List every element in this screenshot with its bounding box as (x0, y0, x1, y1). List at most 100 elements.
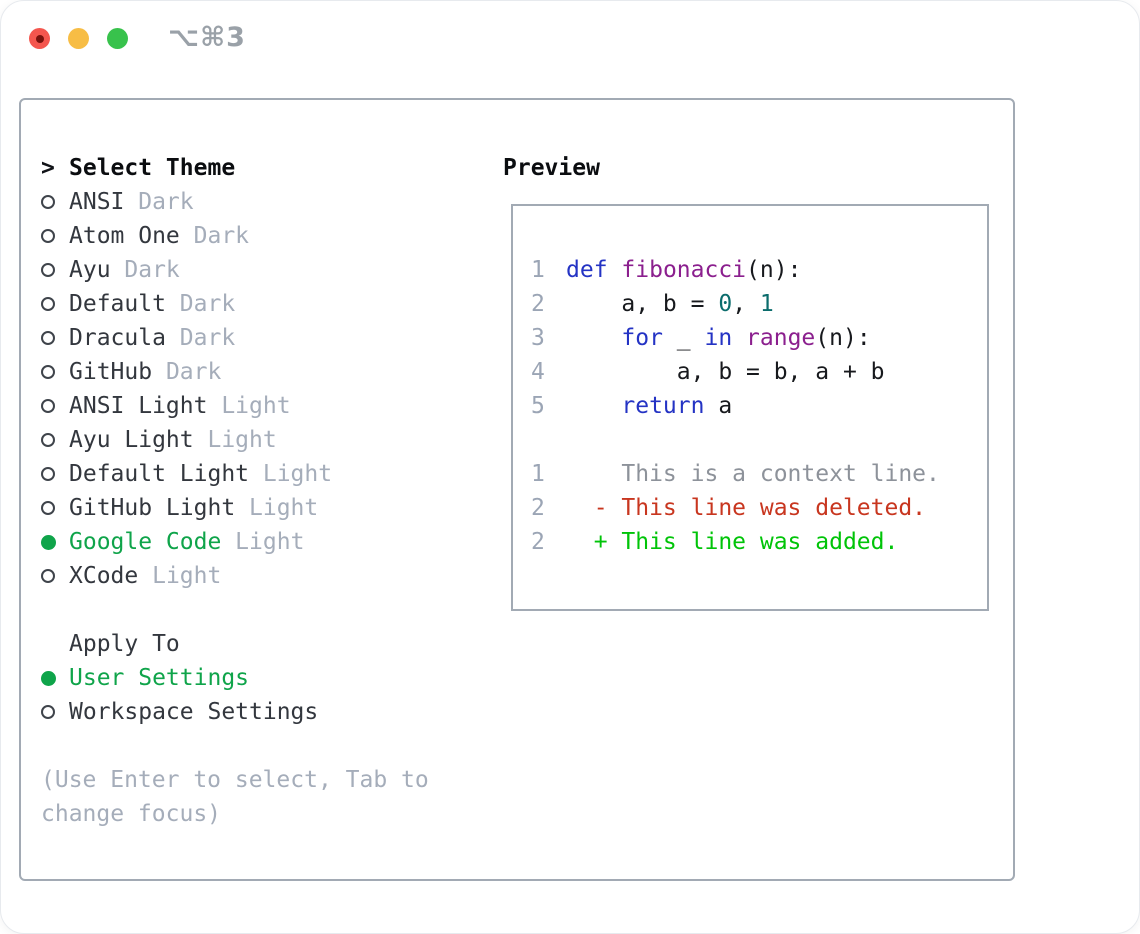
apply-option-user-settings[interactable]: User Settings (41, 661, 491, 695)
token-num: 0 (718, 291, 733, 317)
code-line: 2 a, b = 0, 1 (531, 287, 987, 321)
token-plain: (n): (746, 257, 802, 283)
theme-name: Default Light (69, 461, 250, 487)
token-kwd: return (621, 393, 705, 419)
diff-content: - This line was deleted. (566, 495, 927, 521)
token-plain: a, b = (566, 291, 719, 317)
minimize-button[interactable] (68, 28, 89, 49)
theme-variant: Light (235, 495, 319, 521)
preview-title: Preview (503, 155, 600, 181)
line-number: 1 (531, 257, 545, 283)
radio-icon (41, 399, 69, 413)
diff-content: + This line was added. (566, 529, 899, 555)
theme-option-ansi-light[interactable]: ANSI Light Light (41, 389, 491, 423)
theme-name: Google Code (69, 529, 222, 555)
radio-selected-icon (41, 670, 56, 686)
theme-option-default[interactable]: Default Dark (41, 287, 491, 321)
theme-option-ansi[interactable]: ANSI Dark (41, 185, 491, 219)
theme-name: GitHub (69, 359, 153, 385)
close-button[interactable] (29, 28, 50, 49)
select-theme-header: >Select Theme (41, 151, 491, 185)
token-fn: range (746, 325, 816, 351)
theme-name: Ayu (69, 257, 111, 283)
code-line: 5 return a (531, 389, 987, 423)
spacer (41, 593, 491, 627)
theme-name: Default (69, 291, 166, 317)
theme-option-atom-one[interactable]: Atom One Dark (41, 219, 491, 253)
code-content: a, b = 0, 1 (566, 291, 774, 317)
theme-variant: Dark (124, 189, 194, 215)
theme-variant: Light (221, 529, 305, 555)
code-content: for _ in range(n): (566, 325, 870, 351)
theme-option-github-light[interactable]: GitHub Light Light (41, 491, 491, 525)
token-plain (732, 325, 746, 351)
theme-name: XCode (69, 563, 139, 589)
theme-option-google-code[interactable]: Google Code Light (41, 525, 491, 559)
token-kwd: def (566, 257, 608, 283)
code-content: def fibonacci(n): (566, 257, 801, 283)
theme-name: ANSI (69, 189, 125, 215)
theme-variant: Dark (165, 325, 236, 351)
apply-to-header: Apply To (41, 627, 491, 661)
radio-icon (41, 433, 69, 447)
radio-unselected-icon (41, 569, 55, 583)
radio-unselected-icon (41, 365, 55, 379)
line-number: 4 (531, 359, 545, 385)
radio-unselected-icon (41, 195, 55, 209)
theme-option-dracula[interactable]: Dracula Dark (41, 321, 491, 355)
token-plain (608, 257, 622, 283)
theme-name: GitHub Light (69, 495, 236, 521)
theme-option-ayu[interactable]: Ayu Dark (41, 253, 491, 287)
radio-icon (41, 534, 69, 550)
apply-option-workspace-settings[interactable]: Workspace Settings (41, 695, 491, 729)
diff-line-context: 1 This is a context line. (531, 457, 987, 491)
token-num: 1 (759, 291, 774, 317)
radio-icon (41, 365, 69, 379)
radio-unselected-icon (41, 331, 55, 345)
unsaved-dot-icon (35, 34, 44, 43)
radio-selected-icon (41, 534, 56, 550)
theme-variant: Light (193, 427, 277, 453)
token-kwd: for (621, 325, 663, 351)
line-number: 2 (531, 291, 545, 317)
theme-option-xcode[interactable]: XCode Light (41, 559, 491, 593)
titlebar: ⌥⌘3 (1, 1, 1139, 98)
radio-unselected-icon (41, 229, 55, 243)
line-number: 5 (531, 393, 545, 419)
zoom-button[interactable] (107, 28, 128, 49)
theme-variant: Dark (152, 359, 222, 385)
theme-name: ANSI Light (69, 393, 208, 419)
code-content: a, b = b, a + b (566, 359, 885, 385)
theme-variant: Light (138, 563, 222, 589)
radio-icon (41, 331, 69, 345)
token-plain: a, b = b, a + b (566, 359, 885, 385)
token-plain: _ (662, 325, 705, 351)
theme-option-default-light[interactable]: Default Light Light (41, 457, 491, 491)
radio-unselected-icon (41, 433, 55, 447)
apply-to-label: Apply To (69, 631, 180, 657)
diff-content: This is a context line. (566, 461, 940, 487)
theme-option-github[interactable]: GitHub Dark (41, 355, 491, 389)
radio-unselected-icon (41, 467, 55, 481)
theme-option-ayu-light[interactable]: Ayu Light Light (41, 423, 491, 457)
diff-line-added: 2 + This line was added. (531, 525, 987, 559)
line-number: 3 (531, 325, 545, 351)
apply-option-name: Workspace Settings (69, 699, 319, 725)
spacer (41, 729, 491, 763)
radio-icon (41, 195, 69, 209)
token-plain (566, 325, 621, 351)
diff-line-deleted: 2 - This line was deleted. (531, 491, 987, 525)
radio-icon (41, 297, 69, 311)
select-theme-label: Select Theme (69, 155, 236, 181)
theme-name: Dracula (69, 325, 166, 351)
token-kwd: in (704, 325, 733, 351)
theme-name: Atom One (69, 223, 180, 249)
radio-unselected-icon (41, 501, 55, 515)
theme-variant: Dark (179, 223, 250, 249)
line-number: 2 (531, 529, 545, 555)
code-line: 3 for _ in range(n): (531, 321, 987, 355)
apply-option-name: User Settings (69, 665, 250, 691)
token-plain: a (704, 393, 733, 419)
